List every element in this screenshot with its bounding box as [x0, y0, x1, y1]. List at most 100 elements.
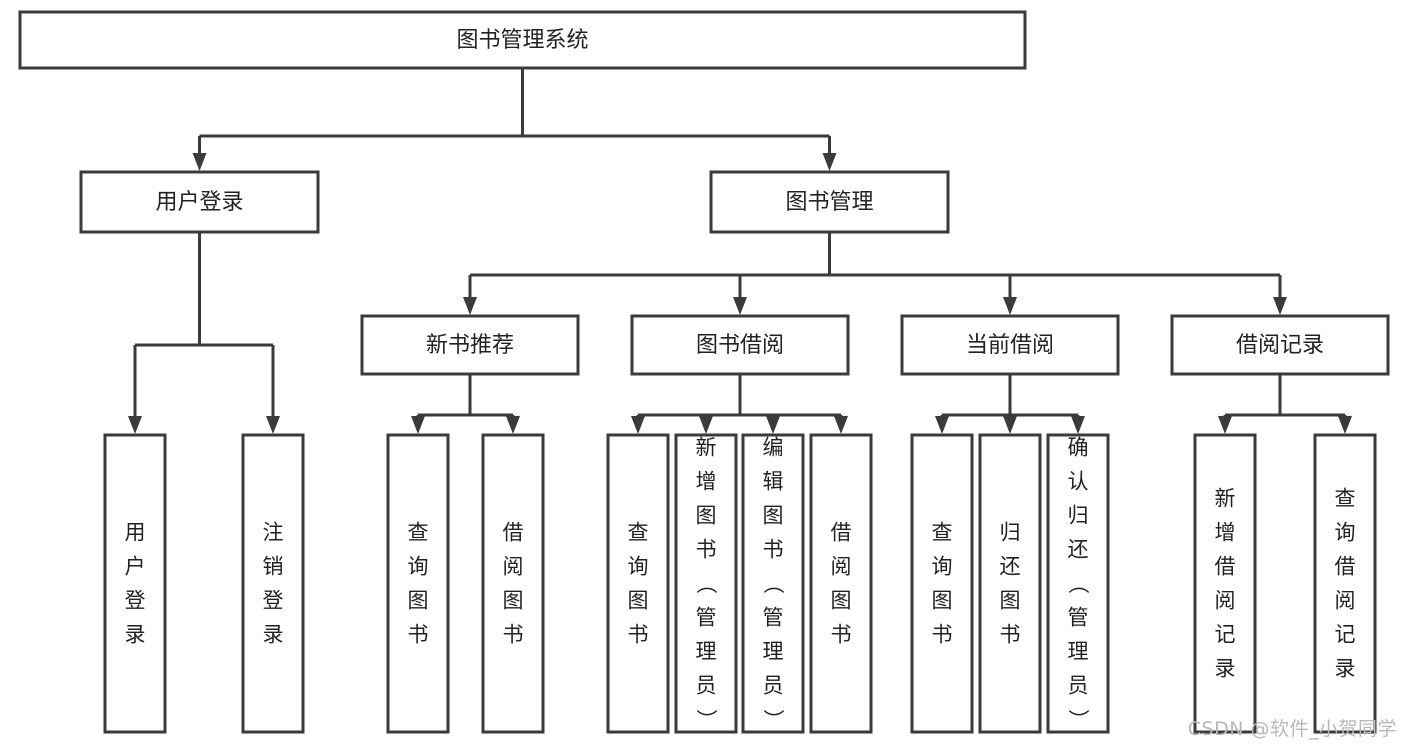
- leaf-node-7-char: 借: [831, 521, 852, 545]
- level3-node-1[interactable]: 图书借阅: [630, 314, 850, 376]
- leaf-node-0-char: 用: [125, 521, 146, 545]
- leaf-node-7-box[interactable]: [809, 433, 873, 734]
- arrow-head: [699, 416, 713, 434]
- leaf-node-1-char: 注: [263, 521, 284, 545]
- leaf-node-6-char: 编: [763, 436, 784, 460]
- leaf-node-12-char: 询: [1335, 521, 1356, 545]
- node-layer: 图书管理系统用户登录图书管理新书推荐图书借阅当前借阅借阅记录用户登录注销登录查询…: [18, 10, 1390, 734]
- arrow-head: [506, 416, 520, 434]
- leaf-node-11-char: 阅: [1215, 589, 1236, 613]
- leaf-node-3-char: 书: [503, 623, 524, 647]
- leaf-node-5-char: 新: [696, 436, 717, 460]
- leaf-node-6-box[interactable]: [741, 433, 805, 734]
- leaf-node-6-char: 员: [763, 674, 784, 698]
- leaf-node-9-box[interactable]: [978, 433, 1042, 734]
- leaf-node-5-box[interactable]: [674, 433, 738, 734]
- level3-node-3-box[interactable]: [1170, 314, 1390, 376]
- leaf-node-10-char: 还: [1068, 538, 1089, 562]
- arrow-head: [1273, 297, 1287, 315]
- edge-layer: [128, 68, 1352, 434]
- leaf-node-11-box[interactable]: [1193, 433, 1257, 734]
- level2-node-1-label: 图书管理: [785, 190, 873, 215]
- level2-node-0[interactable]: 用户登录: [79, 170, 320, 234]
- arrow-head: [822, 153, 837, 171]
- leaf-node-6-char: 理: [763, 640, 784, 664]
- level3-node-0[interactable]: 新书推荐: [360, 314, 580, 376]
- leaf-node-6-char: 辑: [763, 470, 784, 494]
- leaf-node-1-char: 销: [263, 555, 284, 579]
- leaf-node-12-char: 查: [1335, 487, 1356, 511]
- leaf-node-10-char: 员: [1068, 674, 1089, 698]
- level3-node-3[interactable]: 借阅记录: [1170, 314, 1390, 376]
- leaf-node-12-char: 录: [1335, 657, 1356, 681]
- leaf-node-9-char: 书: [1000, 623, 1021, 647]
- level3-node-0-box[interactable]: [360, 314, 580, 376]
- level3-node-2-label: 当前借阅: [966, 333, 1054, 358]
- leaf-node-6-char: ）: [761, 709, 785, 730]
- leaf-node-1-box[interactable]: [241, 433, 305, 734]
- leaf-node-12-char: 记: [1335, 623, 1356, 647]
- leaf-node-4-char: 查: [628, 521, 649, 545]
- leaf-node-10-char: 理: [1068, 640, 1089, 664]
- leaf-node-7-char: 图: [831, 589, 852, 613]
- leaf-node-5-char: （: [694, 573, 718, 594]
- arrow-head: [935, 416, 949, 434]
- leaf-node-10-char: 认: [1068, 470, 1089, 494]
- leaf-node-11-char: 记: [1215, 623, 1236, 647]
- arrow-head: [766, 416, 780, 434]
- leaf-node-6-char: 管: [763, 606, 784, 630]
- leaf-node-0-box[interactable]: [103, 433, 167, 734]
- leaf-node-6-char: 书: [763, 538, 784, 562]
- arrow-head: [1003, 297, 1017, 315]
- level3-node-3-label: 借阅记录: [1236, 333, 1324, 358]
- leaf-node-12-box[interactable]: [1313, 433, 1377, 734]
- level3-node-0-label: 新书推荐: [426, 333, 514, 358]
- leaf-node-3-char: 图: [503, 589, 524, 613]
- leaf-node-5-char: 管: [696, 606, 717, 630]
- level3-node-1-box[interactable]: [630, 314, 850, 376]
- level2-node-1-box[interactable]: [709, 170, 950, 234]
- level2-node-1[interactable]: 图书管理: [709, 170, 950, 234]
- leaf-node-5-char: 增: [696, 470, 717, 494]
- leaf-node-5-char: 理: [696, 640, 717, 664]
- leaf-node-9-char: 归: [1000, 521, 1021, 545]
- arrow-head: [631, 416, 645, 434]
- arrow-head: [834, 416, 848, 434]
- leaf-node-2-char: 图: [408, 589, 429, 613]
- root-node[interactable]: 图书管理系统: [18, 10, 1027, 70]
- level3-node-2[interactable]: 当前借阅: [900, 314, 1120, 376]
- leaf-node-4-char: 书: [628, 623, 649, 647]
- arrow-head: [128, 416, 142, 434]
- leaf-node-3-box[interactable]: [481, 433, 545, 734]
- leaf-node-10-box[interactable]: [1046, 433, 1110, 734]
- leaf-node-0[interactable]: 用户登录: [103, 433, 167, 734]
- leaf-node-4-box[interactable]: [606, 433, 670, 734]
- level2-node-0-box[interactable]: [79, 170, 320, 234]
- leaf-node-3-char: 阅: [503, 555, 524, 579]
- level3-node-2-box[interactable]: [900, 314, 1120, 376]
- leaf-node-12-char: 阅: [1335, 589, 1356, 613]
- arrow-head: [733, 297, 747, 315]
- leaf-node-8-box[interactable]: [910, 433, 974, 734]
- arrow-head: [1071, 416, 1085, 434]
- leaf-node-10-char: ）: [1066, 709, 1090, 730]
- leaf-node-8-char: 书: [932, 623, 953, 647]
- leaf-node-9-char: 还: [1000, 555, 1021, 579]
- leaf-node-10-char: 归: [1068, 504, 1089, 528]
- leaf-node-0-char: 登: [125, 589, 146, 613]
- leaf-node-2-box[interactable]: [386, 433, 450, 734]
- arrow-head: [463, 297, 477, 315]
- root-node-box[interactable]: [18, 10, 1027, 70]
